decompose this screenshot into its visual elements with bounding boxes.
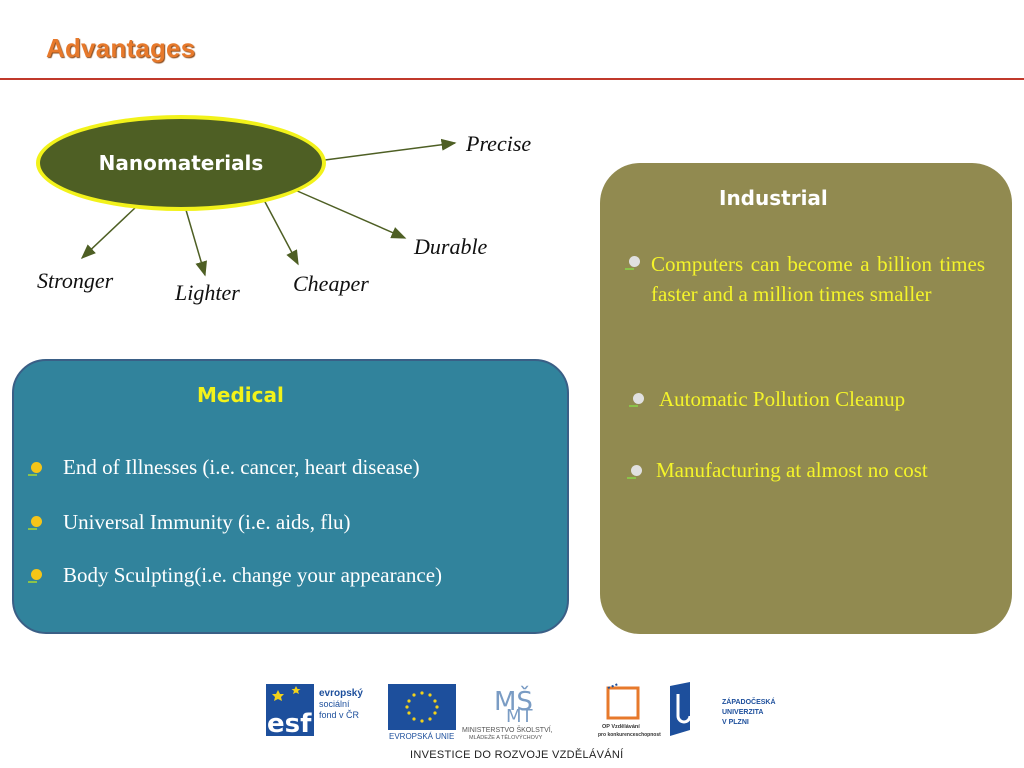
msmt-line1: MINISTERSTVO ŠKOLSTVÍ,	[462, 725, 553, 734]
medical-item-2: Universal Immunity (i.e. aids, flu)	[63, 510, 351, 534]
industrial-item-2: Automatic Pollution Cleanup	[659, 387, 906, 411]
arrow-cheaper	[263, 199, 299, 266]
zcu-line1: ZÁPADOČESKÁ	[722, 697, 776, 706]
industrial-bullet-icon	[629, 256, 640, 267]
medical-bullet-icon	[31, 569, 42, 580]
footer-tagline: INVESTICE DO ROZVOJE VZDĚLÁVÁNÍ	[410, 749, 624, 761]
op-logo: OP Vzdělávání pro konkurenceschopnost	[598, 683, 661, 738]
nanomaterials-label: Nanomaterials	[98, 151, 264, 175]
esf-line1: evropský	[319, 688, 363, 699]
medical-item-1: End of Illnesses (i.e. cancer, heart dis…	[63, 455, 420, 479]
industrial-panel	[600, 163, 1012, 634]
diagram-arrows	[80, 138, 457, 277]
branch-durable: Durable	[414, 234, 488, 259]
eu-label: EVROPSKÁ UNIE	[389, 732, 454, 741]
industrial-bullet-icon	[633, 393, 644, 404]
svg-text:esf: esf	[267, 709, 312, 739]
medical-bullet-icon	[31, 462, 42, 473]
medical-item-3: Body Sculpting(i.e. change your appearan…	[63, 563, 443, 587]
branch-stronger: Stronger	[37, 268, 114, 293]
esf-logo: esf evropský sociální fond v ČR	[266, 684, 363, 739]
eu-flag: EVROPSKÁ UNIE	[388, 684, 456, 741]
esf-line2: sociální	[319, 699, 350, 709]
branch-cheaper: Cheaper	[293, 271, 369, 296]
industrial-bullet-icon	[631, 465, 642, 476]
medical-heading: Medical	[197, 383, 284, 407]
msmt-line2: MLÁDEŽE A TĚLOVÝCHOVY	[469, 733, 543, 741]
msmt-logo: MŠ MT MINISTERSTVO ŠKOLSTVÍ, MLÁDEŽE A T…	[462, 685, 553, 741]
esf-line3: fond v ČR	[319, 710, 360, 720]
op-line1: OP Vzdělávání	[602, 724, 640, 730]
arrow-stronger	[80, 206, 137, 260]
zcu-line2: UNIVERZITA	[722, 709, 763, 716]
industrial-item-1: Computers can become a billion times fas…	[651, 252, 985, 306]
bullet-accent-icon	[28, 581, 37, 583]
title-divider	[0, 78, 1024, 80]
svg-text:MŠ: MŠ	[494, 685, 533, 717]
bullet-accent-icon	[625, 268, 634, 270]
bullet-accent-icon	[627, 477, 636, 479]
branch-lighter: Lighter	[175, 280, 240, 305]
industrial-item-3: Manufacturing at almost no cost	[656, 458, 928, 482]
svg-text:MT: MT	[506, 706, 534, 727]
branch-precise: Precise	[466, 131, 532, 156]
sponsor-logos: esf evropský sociální fond v ČR EVROPSKÁ…	[266, 682, 776, 741]
nanomaterials-node: Nanomaterials	[36, 115, 326, 211]
industrial-heading: Industrial	[719, 186, 828, 210]
arrow-precise	[324, 138, 457, 161]
medical-panel	[12, 359, 569, 634]
bullet-accent-icon	[28, 474, 37, 476]
arrow-durable	[294, 189, 407, 239]
zcu-logo: ZÁPADOČESKÁ UNIVERZITA V PLZNI	[670, 682, 776, 736]
zcu-line3: V PLZNI	[722, 719, 749, 726]
medical-bullet-icon	[31, 516, 42, 527]
bullet-accent-icon	[28, 528, 37, 530]
slide-title: Advantages	[46, 33, 196, 63]
op-line2: pro konkurenceschopnost	[598, 732, 661, 738]
arrow-lighter	[185, 209, 207, 277]
bullet-accent-icon	[629, 405, 638, 407]
